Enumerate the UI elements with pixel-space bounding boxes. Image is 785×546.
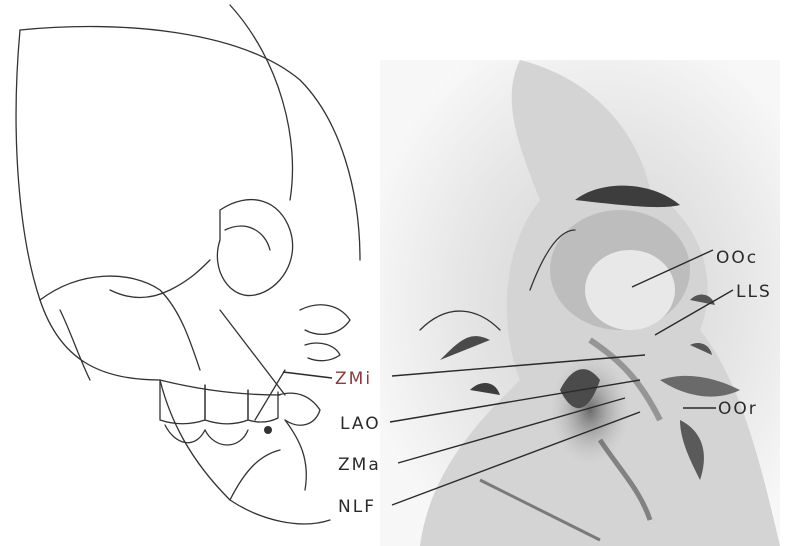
label-lls: LLS <box>736 282 772 302</box>
dissection-photo <box>380 60 780 546</box>
label-zma: ZMa <box>338 455 381 475</box>
label-lao: LAO <box>340 414 381 434</box>
label-nlf: NLF <box>338 497 376 517</box>
label-ooc: OOc <box>716 248 758 268</box>
leader-zmi <box>283 372 332 378</box>
skull-drawing <box>16 5 360 524</box>
label-zmi: ZMi <box>335 369 372 389</box>
label-oor: OOr <box>718 399 758 419</box>
